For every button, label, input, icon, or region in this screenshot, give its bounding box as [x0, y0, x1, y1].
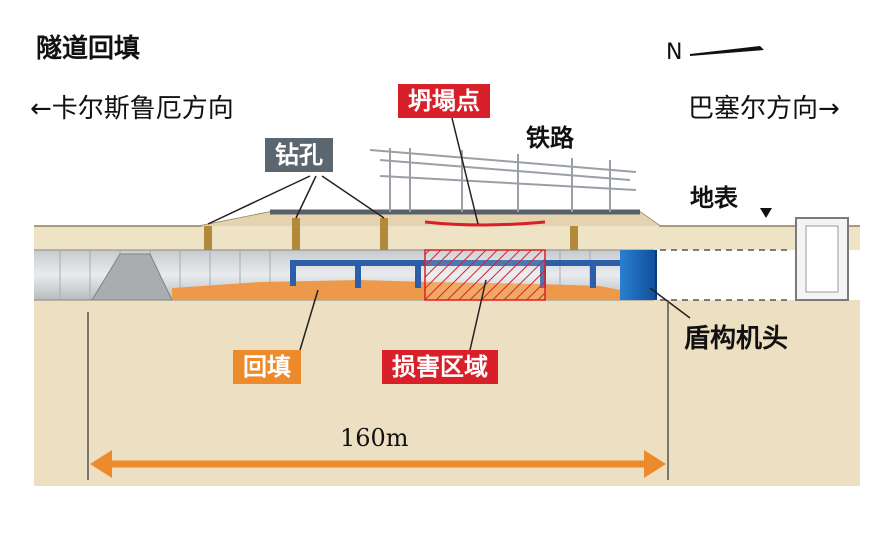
damage-leader — [469, 279, 487, 351]
catenary-masts — [369, 148, 637, 212]
shaft-inner — [805, 225, 839, 293]
ground-surface-label: 地表 — [690, 184, 738, 212]
soil-lower — [34, 300, 860, 486]
direction-left-label: ←卡尔斯鲁厄方向 — [30, 94, 234, 124]
railway-label: 铁路 — [526, 124, 574, 152]
collapse-leader — [451, 117, 479, 225]
damage-zone-badge: 损害区域 — [382, 350, 498, 384]
concrete-plug — [91, 253, 173, 301]
diagram-title: 隧道回填 — [36, 34, 141, 64]
soil-upper — [34, 226, 860, 250]
shield-leader — [649, 287, 691, 319]
north-arrow-icon — [690, 46, 764, 56]
dimension-arrow-left-icon — [90, 450, 112, 478]
backfill-badge: 回填 — [233, 350, 301, 384]
direction-right-label: 巴塞尔方向→ — [688, 94, 840, 124]
fill-leader — [299, 289, 319, 351]
drill-leader-lines — [207, 175, 385, 225]
shield-machine — [620, 250, 656, 300]
length-label: 160m — [340, 424, 409, 452]
collapse-point-badge: 坍塌点 — [398, 84, 490, 118]
shield-head-label: 盾构机头 — [684, 324, 789, 354]
collapse-line — [424, 220, 546, 227]
north-label: N — [666, 40, 683, 65]
drill-holes — [204, 218, 578, 250]
damage-zone — [424, 249, 546, 301]
surface-marker-icon — [760, 208, 772, 218]
dimension-arrow-right-icon — [644, 450, 666, 478]
drill-holes-badge: 钻孔 — [265, 138, 333, 172]
